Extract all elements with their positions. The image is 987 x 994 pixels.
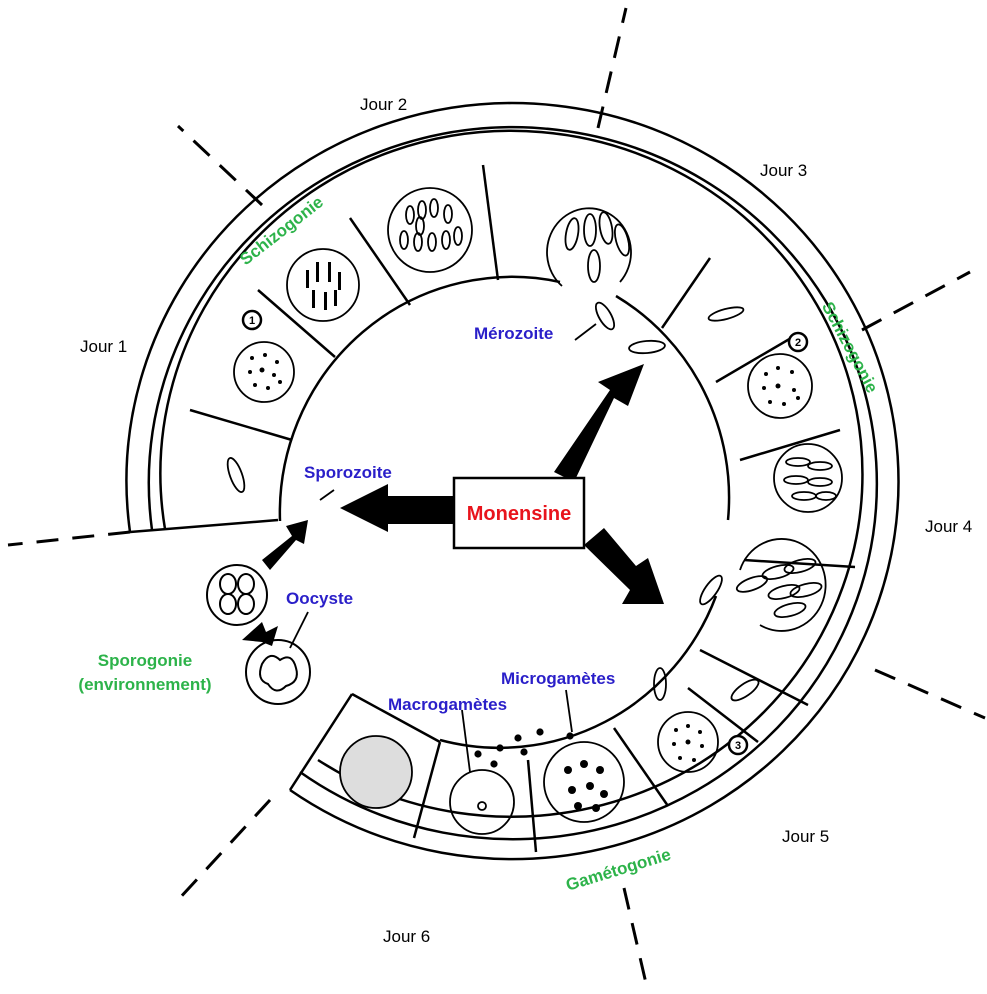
mature-schizont-cell-2 — [739, 538, 827, 632]
ring-outer-1 — [125, 101, 900, 861]
zygote-cell — [339, 735, 413, 809]
trophozoite-cell-2 — [747, 353, 813, 419]
day-separator-1 — [7, 530, 131, 547]
cell-illustrations — [226, 187, 843, 835]
ring-gap-edge-2 — [288, 693, 354, 791]
generation-marker-2-label: 2 — [795, 337, 801, 349]
ring-gap-edge-3 — [351, 692, 441, 744]
ring-gap-edge — [129, 518, 279, 534]
sporozoite-in-cell — [226, 457, 246, 493]
merozoite-released-2 — [628, 339, 666, 355]
arrow-oocyst-to-sporozoite — [262, 520, 308, 570]
day-label-5: Jour 5 — [782, 827, 829, 846]
generation-marker-2 — [787, 331, 809, 353]
day-label-6: Jour 6 — [383, 927, 430, 946]
stage-label-merozoite: Mérozoite — [474, 324, 553, 343]
stage-label-oocyst: Oocyste — [286, 589, 353, 608]
cycle-ring — [125, 101, 900, 861]
generation-markers: 1 2 3 — [241, 309, 809, 756]
generation-marker-1-label: 1 — [249, 315, 255, 327]
ring-inner-2 — [615, 294, 731, 521]
stage-label-macrogametes: Macrogamètes — [388, 695, 507, 714]
ring-inner-3 — [439, 595, 718, 750]
stage-labels: Mérozoite Sporozoite Oocyste Microgamète… — [286, 324, 615, 714]
phase-label-sporogony: Sporogonie — [98, 651, 192, 670]
microgametes-free — [474, 728, 574, 768]
schizont-cell-1 — [286, 248, 360, 322]
arrow-oocyst-to-oocyst — [242, 622, 278, 646]
day-label-4: Jour 4 — [925, 517, 972, 536]
trophozoite-cell — [233, 341, 295, 403]
schizont-cell-2 — [387, 187, 473, 273]
arrow-to-microgametes — [584, 528, 664, 604]
ring-outer-3 — [159, 129, 864, 819]
monensin-box — [452, 476, 586, 550]
phase-label-sporogony-env: (environnement) — [78, 675, 211, 694]
monensin-label: Monensine — [467, 503, 571, 525]
sporogony-oocysts — [206, 564, 311, 705]
trophozoite-cell-3 — [657, 711, 719, 773]
arrow-to-sporozoite — [340, 484, 455, 532]
day-separator-6 — [622, 887, 650, 993]
generation-marker-1 — [241, 309, 263, 331]
stage-label-microgametes: Microgamètes — [501, 669, 615, 688]
merozoite-released-1 — [594, 301, 616, 331]
day-separators — [7, 7, 986, 993]
arrow-to-merozoite — [554, 364, 644, 482]
generation-marker-3-label: 3 — [735, 740, 741, 752]
generation-marker-3 — [727, 734, 749, 756]
day-separator-3 — [596, 7, 628, 129]
day-label-2: Jour 2 — [360, 95, 407, 114]
day-separator-5 — [874, 668, 986, 720]
day-labels: Jour 1 Jour 2 Jour 3 Jour 4 Jour 5 Jour … — [80, 95, 972, 946]
day-separator-2 — [176, 124, 264, 207]
mature-schizont-cell — [546, 207, 632, 287]
day-separator-4 — [861, 270, 971, 332]
day-label-3: Jour 3 — [760, 161, 807, 180]
day-label-1: Jour 1 — [80, 337, 127, 356]
ring-outer-2 — [147, 125, 879, 841]
stage-label-sporozoite: Sporozoite — [304, 463, 392, 482]
day-separator-7 — [176, 798, 272, 902]
microgamont-cell — [543, 741, 625, 823]
macrogamete-cell — [449, 769, 515, 835]
sporulated-oocyst — [206, 564, 268, 626]
schizont-cell-3 — [773, 443, 843, 513]
leader-lines — [289, 323, 597, 773]
cell-dividers — [189, 164, 856, 853]
monensin-arrows — [340, 364, 664, 604]
cycle-arrows — [242, 520, 308, 646]
unsporulated-oocyst — [245, 639, 311, 705]
